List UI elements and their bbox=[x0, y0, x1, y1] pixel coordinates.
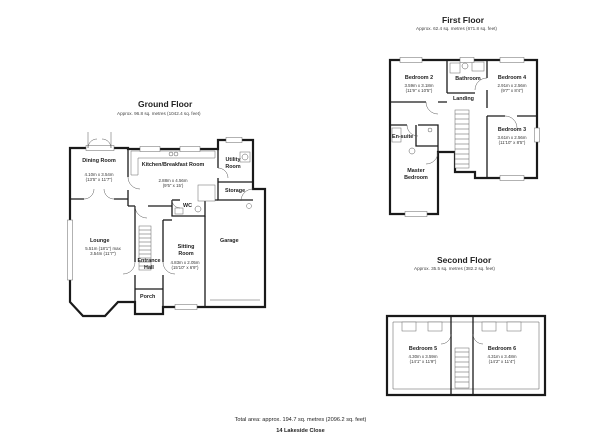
dining-window bbox=[85, 145, 115, 151]
dining-room-dims: 4.10m x 3.54m(13'5" x 11'7") bbox=[84, 172, 114, 182]
landing-label: Landing bbox=[453, 96, 474, 102]
garage-boiler bbox=[246, 203, 252, 209]
bedroom-4-dims: 2.91m x 2.56m(9'7" x 8'4") bbox=[497, 83, 527, 93]
address-label: 14 Lakeside Close bbox=[276, 428, 325, 434]
bedroom-5-dims: 4.30m x 3.59m(14'1" x 11'9") bbox=[408, 354, 438, 364]
bedroom-3-dims: 3.61m x 2.56m(11'10" x 8'5") bbox=[497, 135, 527, 145]
sitting-room-dims: 4.83m x 2.05m(15'10" x 6'9") bbox=[170, 260, 200, 270]
dining-room-label: Dining Room bbox=[82, 158, 116, 164]
first-floor-area: Approx. 62.4 sq. metres (671.8 sq. feet) bbox=[416, 26, 497, 31]
master-bedroom-label: Master Bedroom bbox=[404, 168, 428, 181]
second-floor-title: Second Floor bbox=[437, 255, 492, 265]
bedroom-3-label: Bedroom 3 bbox=[497, 127, 527, 133]
bedroom-2-label: Bedroom 2 bbox=[404, 75, 434, 81]
entrance-hall-label: Entrance Hall bbox=[137, 258, 161, 271]
second-floor-area: Approx. 35.5 sq. metres (382.2 sq. feet) bbox=[414, 266, 495, 271]
bedroom-6-label: Bedroom 6 bbox=[487, 346, 517, 352]
first-floor-plan bbox=[388, 57, 540, 217]
ground-floor-title: Ground Floor bbox=[138, 99, 193, 109]
ground-stairs bbox=[138, 225, 152, 271]
wc-toilet bbox=[174, 207, 184, 215]
first-stairs bbox=[454, 109, 470, 169]
kitchen-units bbox=[130, 150, 216, 176]
ground-floor-plan bbox=[67, 132, 267, 318]
ground-floor-area: Approx. 96.8 sq. metres (1042.4 sq. feet… bbox=[117, 111, 201, 116]
bedroom-6-dims: 4.31m x 3.48m(14'2" x 11'4") bbox=[487, 354, 517, 364]
porch-label: Porch bbox=[140, 294, 156, 300]
first-floor-title: First Floor bbox=[442, 15, 485, 25]
storage-label: Storage bbox=[225, 188, 246, 194]
second-floor-outer-wall bbox=[385, 314, 547, 397]
bathroom-label: Bathroom bbox=[455, 76, 481, 82]
garage-label: Garage bbox=[220, 238, 239, 244]
wc-label: WC bbox=[183, 203, 192, 209]
utility-room-label: Utility Room bbox=[225, 157, 241, 170]
second-floor-plan bbox=[385, 314, 547, 397]
kitchen-label: Kitchen/Breakfast Room bbox=[141, 162, 205, 168]
bedroom-2-dims: 3.59m x 3.18m(11'9" x 10'5") bbox=[404, 83, 434, 93]
second-stairs bbox=[454, 347, 470, 389]
utility-appliance bbox=[239, 151, 251, 163]
total-area: Total area: approx. 194.7 sq. metres (20… bbox=[234, 417, 367, 423]
skylights bbox=[401, 321, 522, 332]
bedroom-4-label: Bedroom 4 bbox=[497, 75, 527, 81]
kitchen-dims: 2.88m x 4.56m(9'5" x 15') bbox=[158, 178, 188, 188]
ensuite-label: En-suite bbox=[392, 134, 414, 140]
bedroom-5-label: Bedroom 5 bbox=[408, 346, 438, 352]
lounge-label: Lounge bbox=[90, 238, 110, 244]
kitchen-island bbox=[197, 184, 216, 202]
sitting-room-label: Sitting Room bbox=[177, 244, 195, 257]
